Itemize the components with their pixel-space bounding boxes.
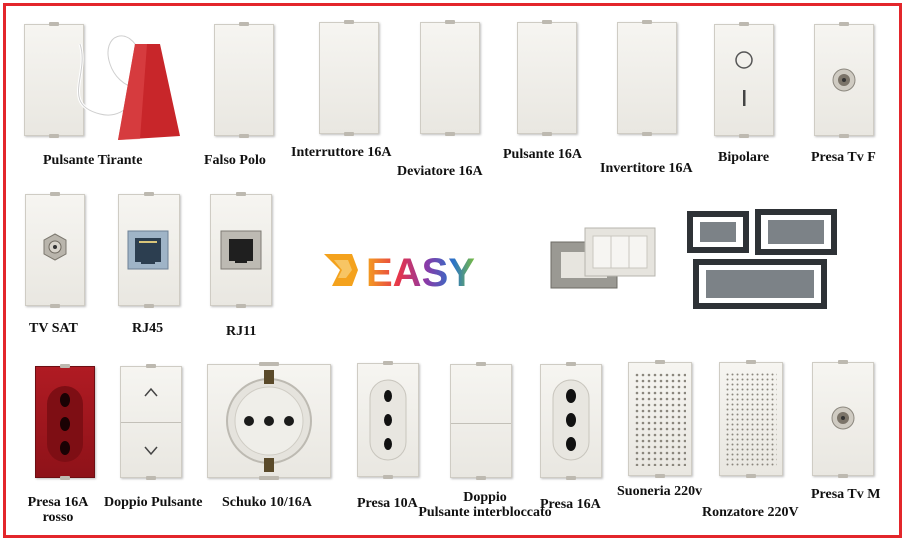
module-doppio-interbloccato [450,362,512,480]
buzzer-grille-icon [725,372,777,466]
module-pulsante [517,20,577,136]
label-pulsante-tirante: Pulsante Tirante [43,153,143,168]
label-interruttore: Interruttore 16A [291,145,392,160]
label-deviatore: Deviatore 16A [397,164,483,179]
label-presa-16a-rosso-line2: rosso [42,510,74,525]
label-doppio-interbloccato-line1: Doppio [463,490,507,505]
module-deviatore [420,20,480,136]
module-bipolare [714,22,774,138]
label-doppio-interbloccato-line2: Pulsante interbloccato [418,505,552,520]
doppio-pulsante-divider [121,422,181,423]
label-doppio-interbloccato: Doppio Pulsante interbloccato [405,490,565,520]
label-presa-16a: Presa 16A [540,497,601,512]
label-rj11: RJ11 [226,324,257,339]
socket-holes-icon [47,386,83,462]
schuko-socket-icon [226,370,312,472]
module-falso-polo [214,22,274,138]
label-invertitore: Invertitore 16A [600,161,693,176]
label-ronzatore: Ronzatore 220V [702,505,799,520]
module-interruttore [319,20,379,136]
arrow-up-icon [144,387,158,397]
red-frame [3,3,902,538]
phone-jack-icon [220,230,262,270]
label-schuko: Schuko 10/16A [222,495,312,510]
label-doppio-pulsante: Doppio Pulsante [104,495,203,510]
label-tv-sat: TV SAT [29,321,78,336]
module-invertitore [617,20,677,136]
label-presa-tv-f: Presa Tv F [811,150,876,165]
coax-icon [43,233,67,261]
label-presa-16a-rosso: Presa 16A rosso [18,495,98,525]
buzzer-grille-icon [634,372,686,466]
label-presa-tv-m: Presa Tv M [811,487,881,502]
label-presa-16a-rosso-line1: Presa 16A [27,495,89,510]
support-frames-image [687,209,837,309]
on-off-icon [735,51,753,106]
module-pulsante-tirante [24,22,84,138]
coax-icon [831,406,855,430]
label-falso-polo: Falso Polo [204,153,266,168]
interbloccato-divider [451,423,511,424]
socket-holes-icon [552,379,590,461]
coax-icon [832,68,856,92]
label-rj45: RJ45 [132,321,164,336]
label-pulsante: Pulsante 16A [503,147,582,162]
pull-cord-icon [77,34,180,140]
socket-holes-icon [369,379,407,461]
network-jack-icon [127,230,169,270]
label-presa-10a: Presa 10A [357,496,418,511]
label-bipolare: Bipolare [718,150,770,165]
arrow-down-icon [144,446,158,456]
easy-logo: EASY [324,251,475,292]
label-suoneria: Suoneria 220v [617,484,703,499]
cover-plates-image [550,227,656,289]
easy-logo-text: EASY [366,251,475,292]
